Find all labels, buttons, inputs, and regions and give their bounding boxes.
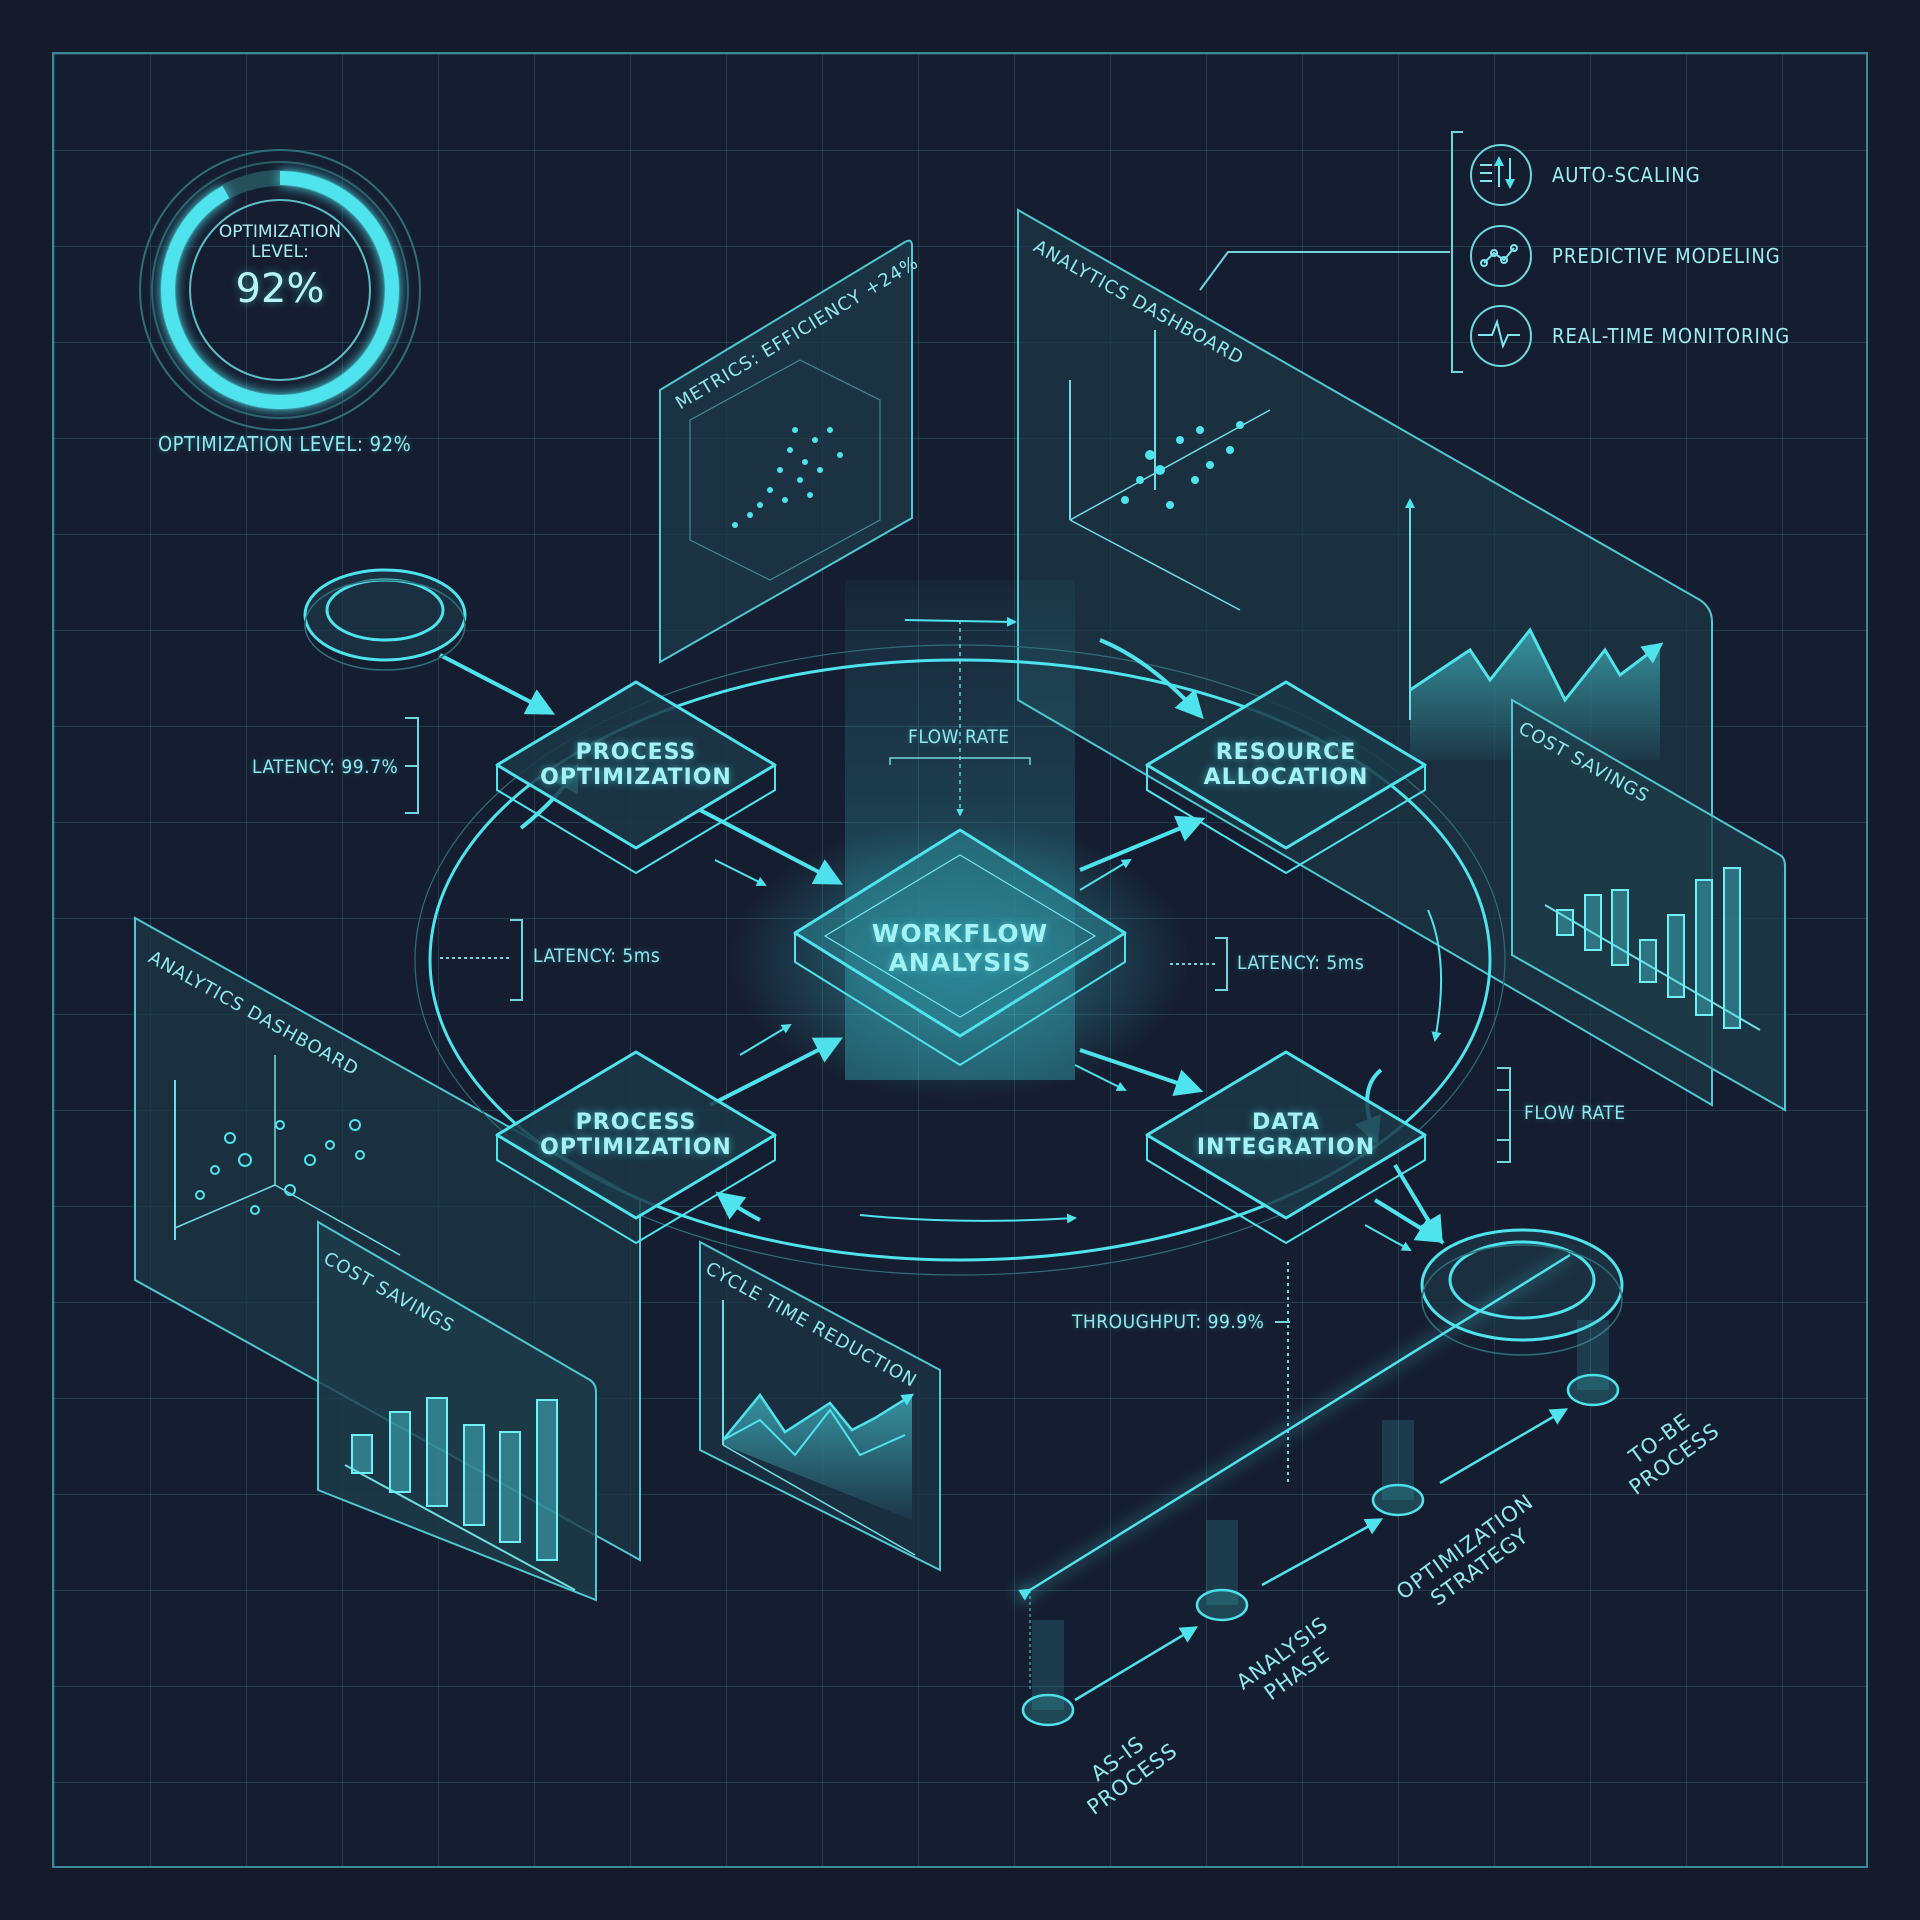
input-disc <box>303 568 467 671</box>
node-resource-allocation[interactable]: RESOURCE ALLOCATION <box>1204 740 1369 790</box>
auto-scaling-icon <box>1470 144 1532 206</box>
flow-rate-annotation-right: FLOW RATE <box>1524 1102 1626 1124</box>
feature-label: AUTO-SCALING <box>1552 163 1701 187</box>
node-process-optimization-top[interactable]: PROCESS OPTIMIZATION <box>540 740 732 790</box>
node-process-optimization-bottom[interactable]: PROCESS OPTIMIZATION <box>540 1110 732 1160</box>
node-label-line2: OPTIMIZATION <box>540 765 732 790</box>
latency-annotation-top-left: LATENCY: 99.7% <box>252 756 399 778</box>
gauge-title-line2: LEVEL: <box>251 242 309 262</box>
node-label-line2: ANALYSIS <box>888 948 1032 977</box>
timeline <box>1018 1253 1620 1727</box>
feature-auto-scaling: AUTO-SCALING <box>1470 144 1701 206</box>
node-label-line1: RESOURCE <box>1215 740 1357 765</box>
latency-annotation-right: LATENCY: 5ms <box>1237 952 1365 974</box>
gauge-value: 92% <box>235 266 325 312</box>
gauge-caption: OPTIMIZATION LEVEL: 92% <box>158 432 412 456</box>
cycle-time-panel <box>699 1240 941 1572</box>
center-diamond <box>793 828 1127 1038</box>
node-label-line2: INTEGRATION <box>1196 1135 1376 1160</box>
optimization-gauge <box>139 149 421 431</box>
node-data-integration[interactable]: DATA INTEGRATION <box>1197 1110 1375 1160</box>
node-label-line1: WORKFLOW <box>871 919 1049 948</box>
node-label-line2: ALLOCATION <box>1203 765 1369 790</box>
cost-savings-panel-right <box>1511 698 1786 1112</box>
node-workflow-analysis[interactable]: WORKFLOW ANALYSIS <box>872 919 1048 977</box>
metrics-panel <box>659 239 913 664</box>
gauge-readout: OPTIMIZATION LEVEL: 92% <box>180 222 380 312</box>
node-label-line1: DATA <box>1252 1110 1320 1135</box>
flow-rate-annotation-center: FLOW RATE <box>908 726 1010 748</box>
feature-real-time-monitoring: REAL-TIME MONITORING <box>1470 305 1790 367</box>
feature-predictive-modeling: PREDICTIVE MODELING <box>1470 225 1781 287</box>
gauge-title-line1: OPTIMIZATION <box>218 222 342 242</box>
feature-label: PREDICTIVE MODELING <box>1552 244 1781 268</box>
feature-label: REAL-TIME MONITORING <box>1552 324 1791 348</box>
node-label-line1: PROCESS <box>575 740 697 765</box>
node-label-line1: PROCESS <box>575 1110 697 1135</box>
predictive-modeling-icon <box>1470 225 1532 287</box>
pulse-icon <box>1470 305 1532 367</box>
throughput-annotation: THROUGHPUT: 99.9% <box>1072 1311 1265 1333</box>
node-diamonds <box>495 680 1427 1220</box>
node-label-line2: OPTIMIZATION <box>540 1135 732 1160</box>
latency-annotation-left: LATENCY: 5ms <box>533 945 661 967</box>
cost-savings-panel-left <box>317 1220 597 1602</box>
